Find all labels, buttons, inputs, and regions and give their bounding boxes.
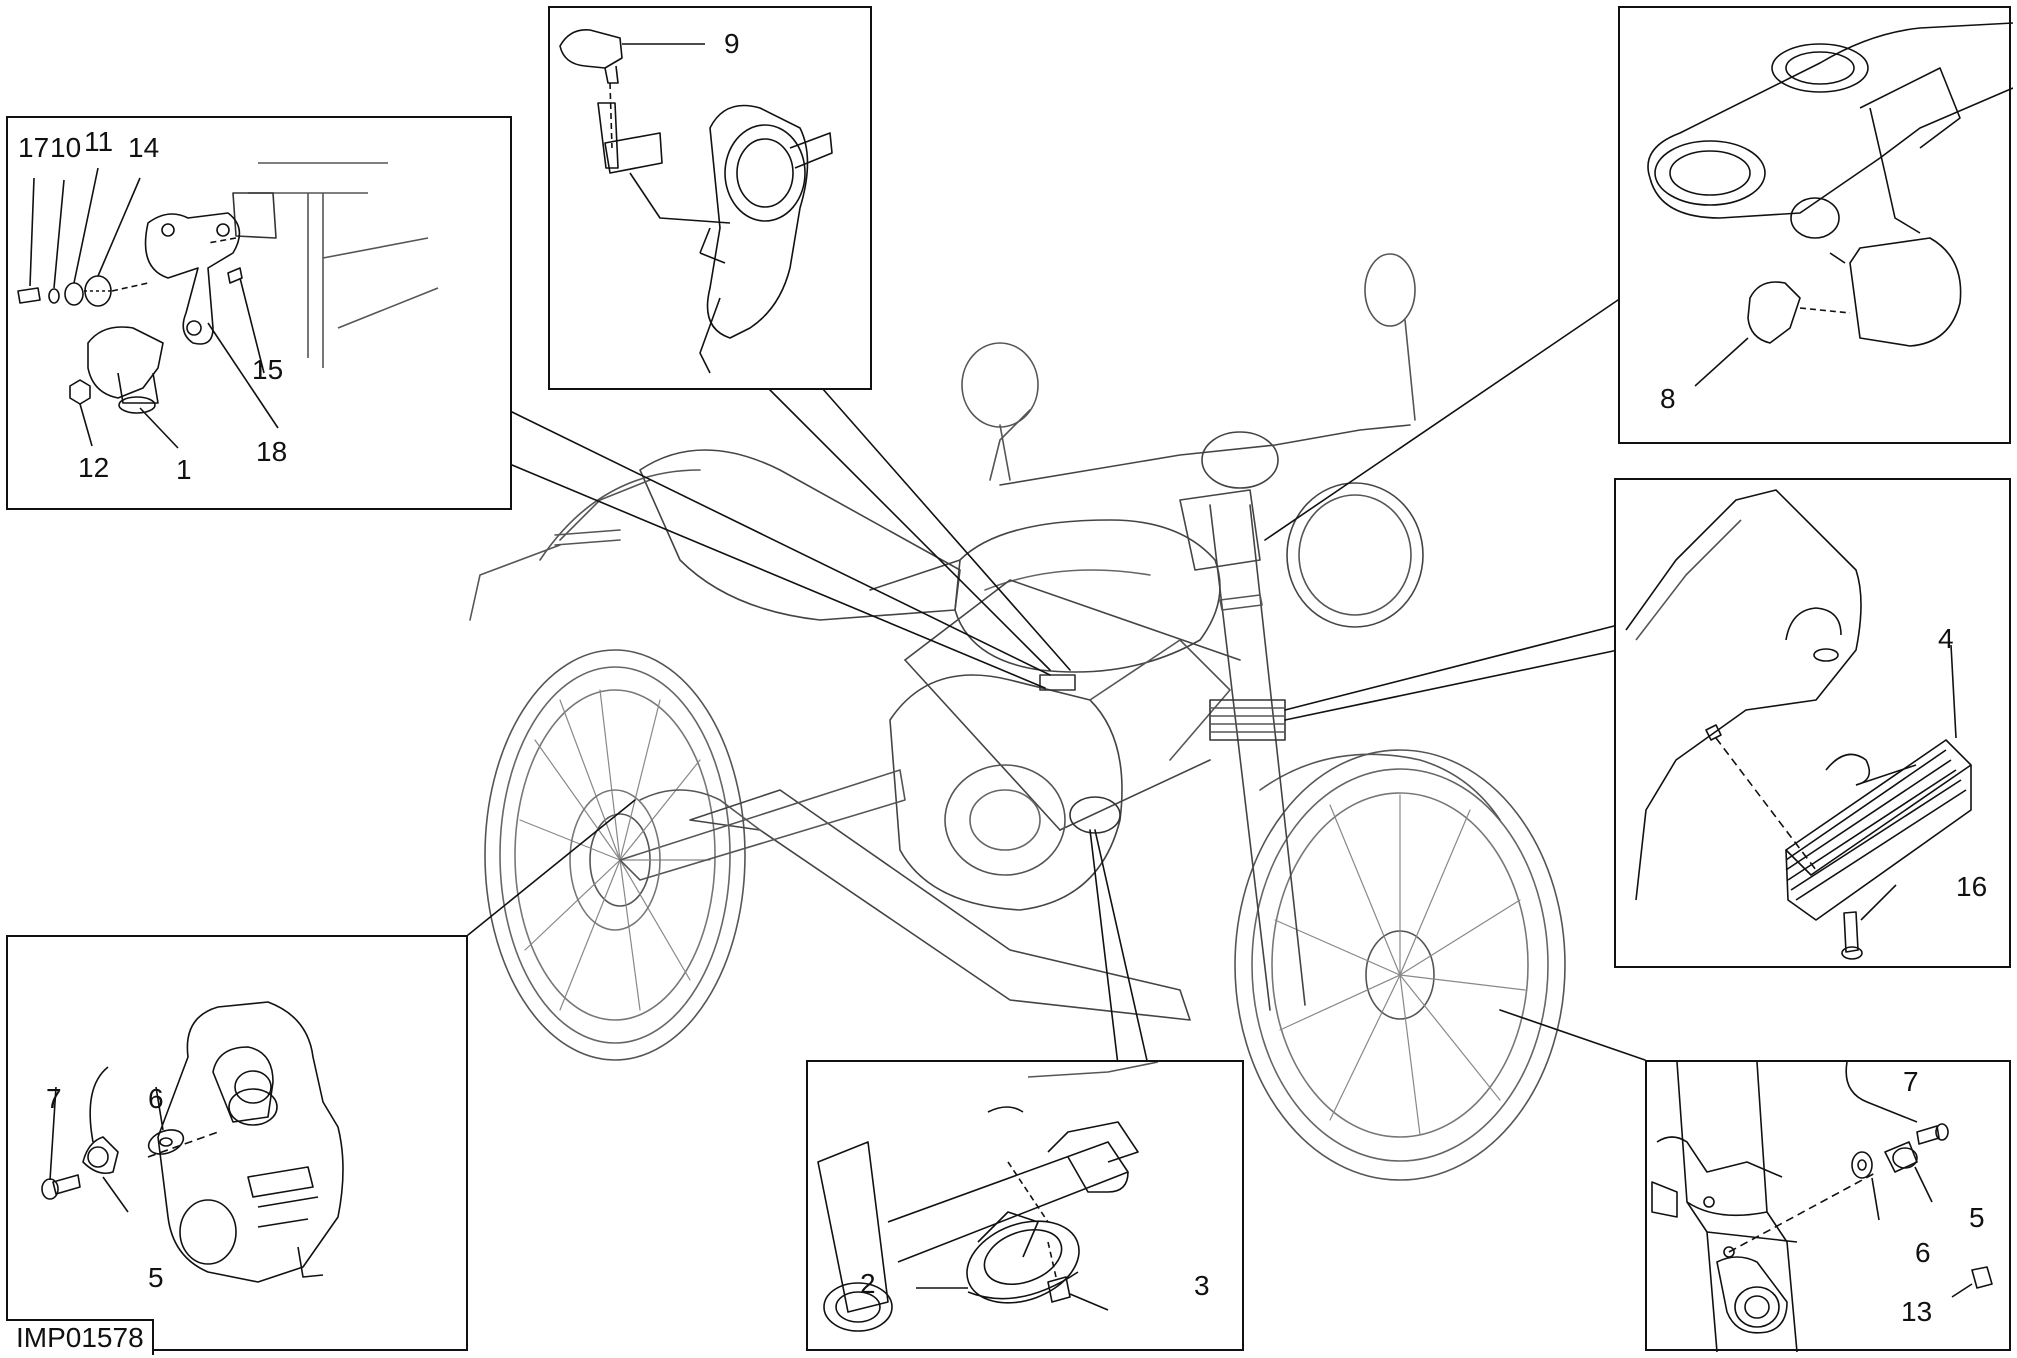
- callout-18: 18: [256, 436, 288, 467]
- panel-voltage-regulator: 4 16: [1614, 478, 2011, 968]
- panel-throttle-body-sensor: 9: [548, 6, 872, 390]
- voltage-regulator-drawing: [1616, 480, 2013, 970]
- callout-6-front: 6: [1915, 1237, 1931, 1268]
- callout-17: 17: [18, 132, 50, 163]
- throttle-body-drawing: [550, 8, 874, 392]
- callout-9: 9: [724, 28, 740, 59]
- panel-horn: 2 3: [806, 1060, 1244, 1351]
- callout-11: 11: [84, 126, 114, 157]
- callout-5-front: 5: [1969, 1202, 1985, 1233]
- callout-3: 3: [1194, 1270, 1210, 1301]
- rear-speed-sensor-drawing: [8, 118, 514, 512]
- panel-front-abs-sensor: 7 5 6 13: [1645, 1060, 2011, 1351]
- callout-7: 7: [46, 1083, 62, 1114]
- callout-16: 16: [1956, 871, 1988, 902]
- horn-drawing: [808, 1062, 1246, 1353]
- panel-rear-speed-sensor: 17 10 11 14 15 12 1 18: [6, 116, 512, 510]
- callout-2: 2: [860, 1268, 876, 1299]
- callout-4: 4: [1938, 623, 1954, 654]
- reference-code-label: IMP01578: [6, 1319, 154, 1355]
- callout-7-front: 7: [1903, 1066, 1919, 1097]
- callout-5: 5: [148, 1262, 164, 1293]
- callout-10: 10: [50, 132, 82, 163]
- front-fork-sensor-drawing: [1647, 1062, 2013, 1353]
- callout-13: 13: [1901, 1296, 1933, 1327]
- callout-8: 8: [1660, 383, 1676, 414]
- steering-head-drawing: [1620, 8, 2013, 446]
- callout-12: 12: [78, 452, 110, 483]
- callout-1: 1: [176, 454, 192, 485]
- callout-6: 6: [148, 1083, 164, 1114]
- brake-caliper-drawing: [8, 937, 470, 1353]
- panel-steering-sensor: 8: [1618, 6, 2011, 444]
- callout-14: 14: [128, 132, 160, 163]
- callout-15: 15: [252, 354, 284, 385]
- panel-rear-abs-sensor: 7 6 5: [6, 935, 468, 1351]
